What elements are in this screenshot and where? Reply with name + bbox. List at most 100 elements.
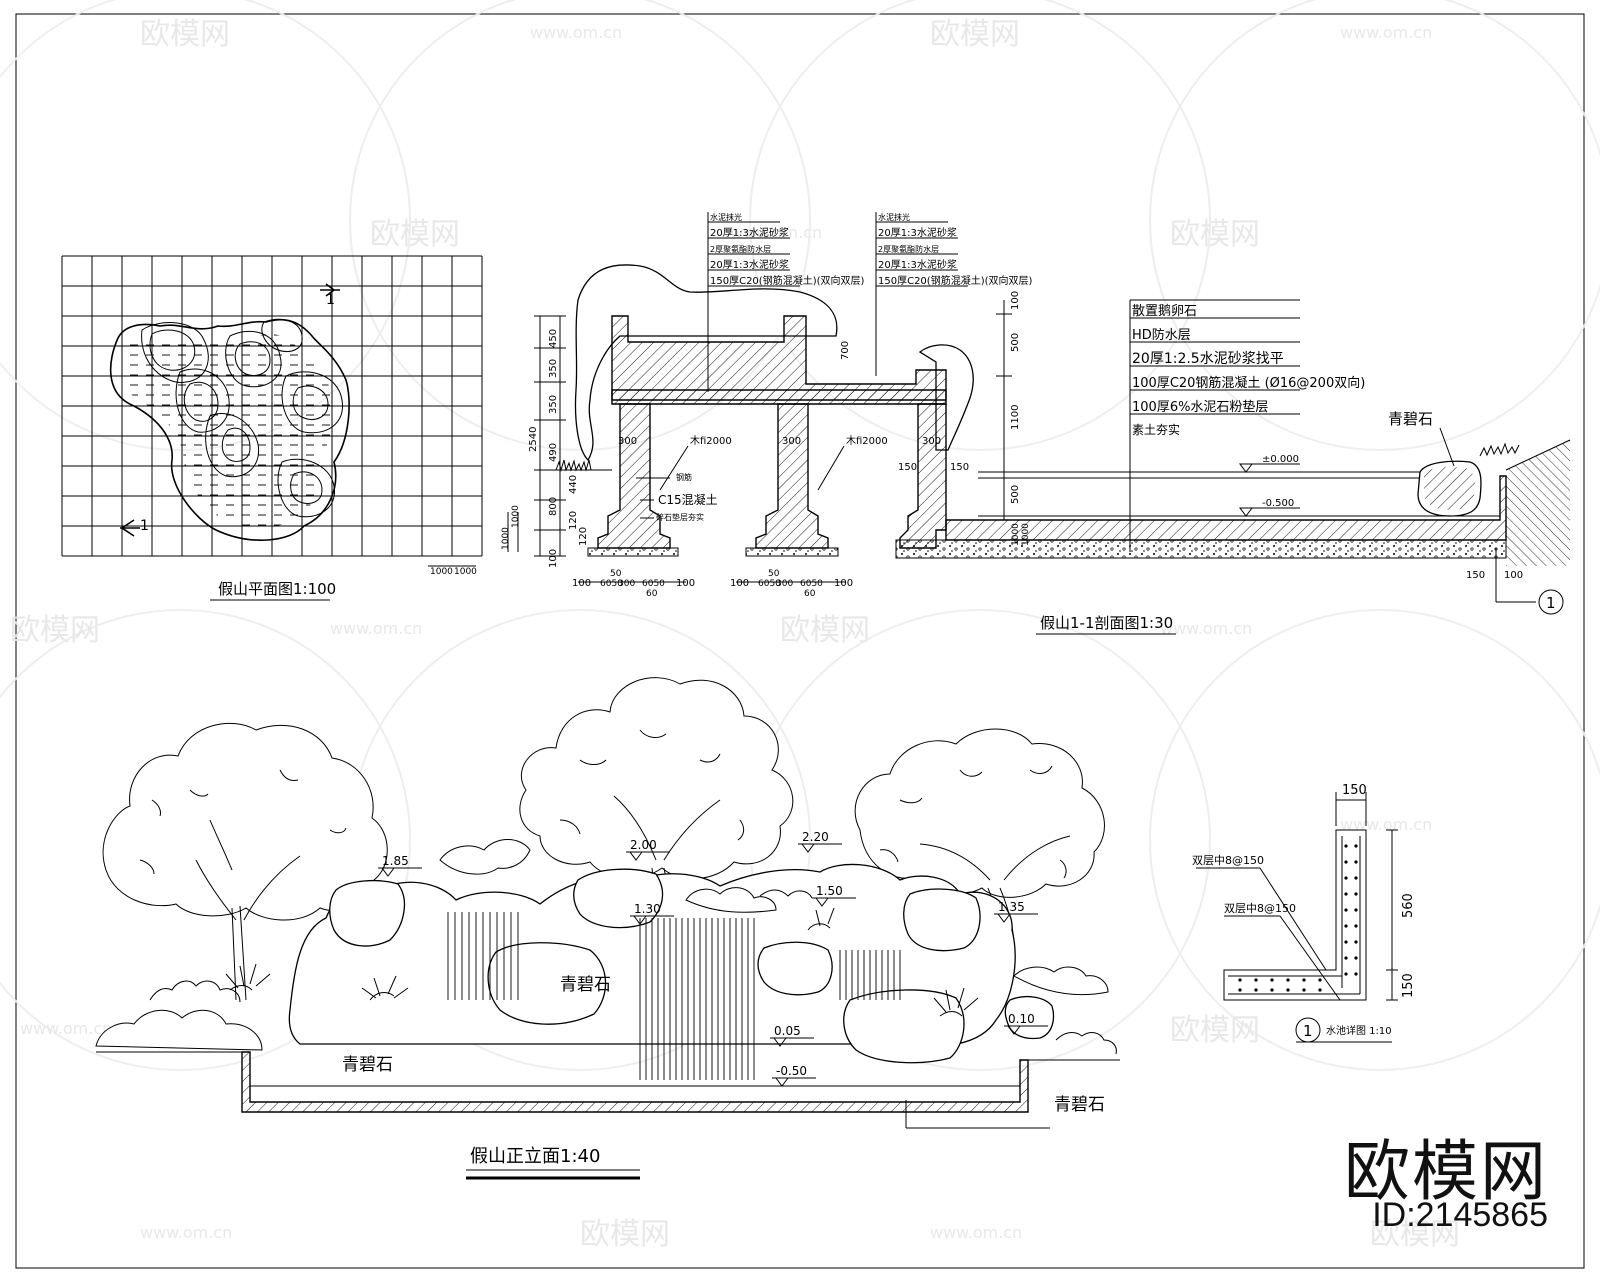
svg-text:20厚1:3水泥砂浆: 20厚1:3水泥砂浆	[878, 258, 957, 271]
height-marker-label: 1.30	[634, 902, 661, 916]
footing-middle	[745, 547, 839, 557]
footer-brand: 欧模网	[1344, 1133, 1548, 1210]
plan-view: 1 1 1000 1000 1000 1000 假山平面图1:100	[61, 255, 521, 601]
rebar-label: 双层中8@150	[1224, 902, 1296, 915]
plan-dims: 1000 1000 1000 1000	[428, 505, 521, 577]
height-marker-label: 2.00	[630, 838, 657, 852]
height-marker-label: 1.85	[382, 854, 409, 868]
svg-text:水泥抹光: 水泥抹光	[710, 212, 742, 222]
rebar-dot	[1302, 988, 1306, 992]
rebar-dot	[1344, 940, 1348, 944]
rebar-dot	[1318, 988, 1322, 992]
stone-6	[843, 989, 965, 1064]
svg-text:1000: 1000	[430, 567, 453, 577]
rebar-dot	[1344, 908, 1348, 912]
watermark-brand: 欧模网	[780, 613, 870, 648]
svg-text:1000: 1000	[454, 567, 477, 577]
svg-text:C15混凝土: C15混凝土	[658, 492, 718, 507]
svg-text:700: 700	[840, 341, 851, 360]
sheet-border	[15, 13, 1585, 1269]
earth-bank	[1506, 440, 1570, 566]
detail-marker: 1	[1303, 1022, 1313, 1040]
pool-gravel-base	[895, 539, 1507, 559]
watermark-url: www.om.cn	[530, 23, 622, 42]
watermark-brand: 欧模网	[370, 217, 460, 252]
rebar-dot	[1354, 940, 1358, 944]
watermark-url: www.om.cn	[1340, 23, 1432, 42]
rebar-dot	[1270, 988, 1274, 992]
svg-text:6050: 6050	[600, 579, 623, 589]
watermark-brand: 欧模网	[1170, 1013, 1260, 1048]
watermark-brand: 欧模网	[930, 17, 1020, 52]
stone-1	[329, 880, 406, 947]
svg-text:100: 100	[1504, 570, 1523, 581]
rebar-dot	[1286, 988, 1290, 992]
elevation-markers: ±0.000 -0.500	[1239, 454, 1300, 517]
watermark-brand: 欧模网	[1370, 1217, 1460, 1252]
base-dims-middle: 100 6050 300 6050 50 60 100	[730, 569, 853, 599]
watermark-brand: 欧模网	[1170, 217, 1260, 252]
rebar-dot	[1254, 978, 1258, 982]
svg-text:100: 100	[548, 549, 559, 568]
svg-text:500: 500	[1010, 333, 1021, 352]
roof-layers-left: 水泥抹光 20厚1:3水泥砂浆 2厚聚氨酯防水层 20厚1:3水泥砂浆 150厚…	[707, 212, 864, 392]
pond-outline	[109, 318, 350, 541]
svg-text:300: 300	[618, 436, 637, 447]
vertical-dims-right: 100 500 1100 500	[996, 291, 1021, 521]
svg-text:300: 300	[922, 436, 941, 447]
detail-ref-label: 1	[1546, 594, 1556, 612]
watermark-brand: 欧模网	[580, 1217, 670, 1252]
svg-text:150厚C20(钢筋混凝土)(双向双层): 150厚C20(钢筋混凝土)(双向双层)	[878, 274, 1032, 287]
height-marker-label: 1.50	[816, 884, 843, 898]
svg-text:500: 500	[1010, 485, 1021, 504]
height-marker-triangle	[775, 1077, 789, 1087]
svg-text:水泥抹光: 水泥抹光	[878, 212, 910, 222]
rebar-dot	[1354, 908, 1358, 912]
rebar-dot	[1302, 978, 1306, 982]
pool-wall-detail: 150 560 150 双层中8@150 双层中8@150 1 水池详图 1:1…	[1192, 783, 1416, 1043]
watermark-url: www.om.cn	[1160, 619, 1252, 638]
plan-title: 假山平面图1:100	[218, 580, 336, 598]
footer-id: ID:2145865	[1372, 1196, 1548, 1234]
stone-leader	[1439, 427, 1455, 467]
elevation-title: 假山正立面1:40	[470, 1146, 600, 1167]
svg-text:20厚1:2.5水泥砂浆找平: 20厚1:2.5水泥砂浆找平	[1132, 351, 1284, 367]
svg-text:-0.500: -0.500	[1262, 498, 1294, 509]
svg-text:素土夯实: 素土夯实	[1132, 422, 1180, 437]
detail-dim-side: 560	[1401, 893, 1416, 918]
svg-text:150: 150	[898, 462, 917, 473]
height-marker-label: 1.35	[998, 900, 1025, 914]
section-view: 水泥抹光 20厚1:3水泥砂浆 2厚聚氨酯防水层 20厚1:3水泥砂浆 150厚…	[528, 212, 1571, 635]
stone-2	[487, 942, 607, 1025]
svg-text:100: 100	[1010, 291, 1021, 310]
watermark-url: www.om.cn	[730, 223, 822, 242]
svg-text:6050: 6050	[758, 579, 781, 589]
svg-text:60: 60	[646, 589, 658, 599]
svg-text:800: 800	[548, 497, 559, 516]
rebar-dot	[1354, 892, 1358, 896]
svg-text:490: 490	[548, 443, 559, 462]
rebar-dot	[1354, 924, 1358, 928]
section-marker-bottom: 1	[120, 518, 149, 537]
tree-left	[102, 722, 388, 1001]
svg-text:1000: 1000	[1011, 523, 1021, 546]
stone-4	[757, 941, 833, 996]
section-stone-label: 青碧石	[1388, 410, 1433, 428]
detail-dim-top: 150	[1342, 783, 1367, 798]
column-middle	[755, 403, 829, 549]
rebar-dot	[1354, 956, 1358, 960]
height-marker-triangle	[381, 867, 395, 877]
footing-left	[587, 547, 679, 557]
rebar-dot	[1354, 972, 1358, 976]
rebar-dot	[1238, 988, 1242, 992]
height-marker-label: 2.20	[802, 830, 829, 844]
watermark-url: www.om.cn	[140, 1223, 232, 1242]
rebar-dot	[1270, 978, 1274, 982]
rebar-dot	[1344, 844, 1348, 848]
svg-text:50: 50	[768, 569, 780, 579]
watermark-brand: 欧模网	[10, 613, 100, 648]
elevation-stone-label: 青碧石	[342, 1055, 393, 1075]
svg-text:60: 60	[804, 589, 816, 599]
column-left	[597, 403, 671, 549]
